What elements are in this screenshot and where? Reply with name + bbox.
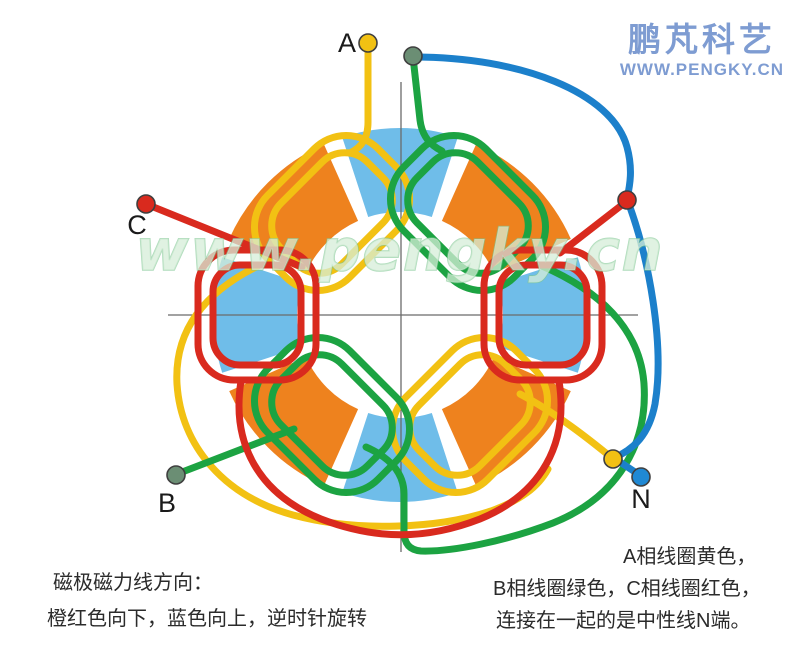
phase-a-winding [173, 39, 616, 530]
terminal-n-label: N [631, 484, 651, 514]
terminal-n-dot [631, 467, 651, 487]
site-logo-url: WWW.PENGKY.CN [619, 60, 784, 80]
site-logo: 鹏芃科艺 WWW.PENGKY.CN [619, 21, 784, 80]
stator-poles [213, 128, 587, 502]
phase-c-winding [142, 197, 631, 539]
phase-c-lead-wire [142, 200, 306, 271]
neutral-top-dot [403, 46, 423, 66]
pole-upper-right [441, 144, 571, 274]
terminal-c-label: C [127, 210, 147, 240]
pole-lower-left [229, 356, 359, 486]
pole-lower-right [441, 356, 571, 486]
phase-b-jumper-wire [362, 262, 648, 555]
phase-b-neutral-lead [409, 53, 446, 155]
phase-a-coil-lower-right [388, 333, 552, 497]
note-coil-line2: B相线圈绿色，C相线圈红色， [493, 578, 761, 600]
watermark-text: www.pengky.cn [136, 218, 665, 284]
neutral-right-dot [617, 190, 637, 210]
phase-c-coil-right [480, 246, 606, 384]
site-logo-title: 鹏芃科艺 [627, 21, 776, 58]
phase-c-coil-left [194, 246, 320, 384]
neutral-bottom-dot [603, 449, 623, 469]
terminal-b-label: B [158, 488, 176, 518]
phase-c-neutral-lead [556, 197, 631, 257]
terminal-a-dot [358, 33, 378, 53]
note-flux-line1: 磁极磁力线方向： [53, 572, 213, 594]
phase-b-lead-wire [173, 425, 298, 478]
phase-b-winding [173, 53, 648, 555]
note-coil-line3: 连接在一起的是中性线N端。 [496, 610, 751, 632]
pole-upper-left [229, 144, 359, 274]
phase-c-jumper-wire [235, 377, 565, 539]
terminal-b-dot [166, 465, 186, 485]
note-coil-line1: A相线圈黄色， [623, 546, 757, 568]
note-flux-line2: 橙红色向下，蓝色向上，逆时针旋转 [47, 608, 367, 630]
phase-b-coil-lower-left [250, 333, 414, 497]
terminal-a-label: A [338, 28, 356, 58]
phase-a-neutral-lead [516, 390, 616, 462]
terminal-c-dot [136, 194, 156, 214]
